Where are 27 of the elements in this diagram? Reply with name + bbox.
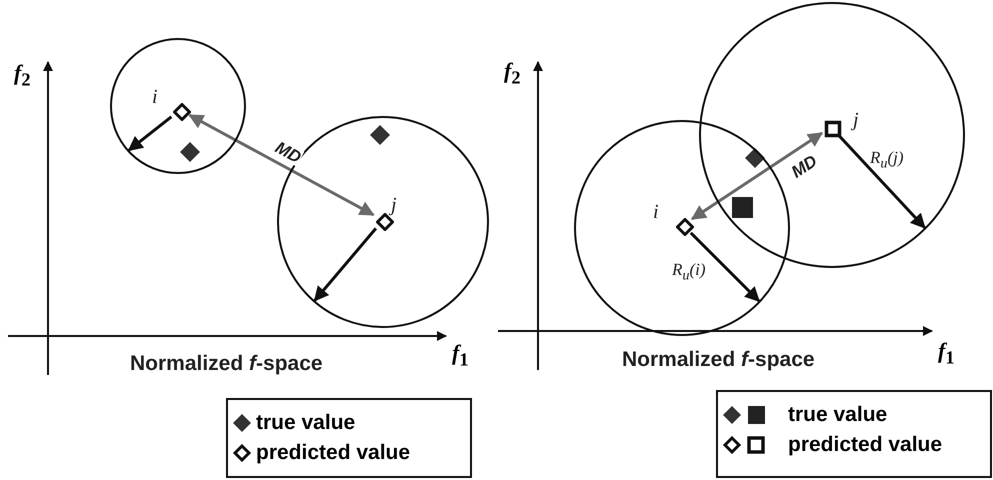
predicted-value-square <box>824 120 842 138</box>
distance-arrow <box>690 132 824 220</box>
legend-text: predicted value <box>256 441 410 465</box>
radius-arrow <box>314 227 378 302</box>
range-circle <box>574 120 790 336</box>
edge-label: R$_{u}$(i) <box>672 260 706 284</box>
distance-arrow <box>188 114 375 216</box>
axis-title: Normalized f-space <box>130 352 323 376</box>
predicted-value-diamond <box>676 218 694 236</box>
legend-text: predicted value <box>788 433 942 457</box>
radius-arrow <box>128 116 172 152</box>
axis-label: f$_{2}$ <box>14 60 30 90</box>
radius-arrow <box>837 134 926 229</box>
legend-text: true value <box>788 403 888 427</box>
point-label: i <box>152 86 158 109</box>
predicted-value-diamond <box>173 103 191 121</box>
axis-label: f$_{2}$ <box>504 58 520 88</box>
axis-title: Normalized f-space <box>622 348 815 372</box>
legend-text: true value <box>256 411 356 435</box>
point-label: j <box>391 194 397 217</box>
radius-arrow <box>690 232 760 302</box>
range-circle <box>110 38 246 174</box>
point-label: j <box>853 109 859 132</box>
axis-label: f$_{1}$ <box>938 338 954 368</box>
point-label: i <box>653 201 659 224</box>
axis-label: f$_{1}$ <box>452 340 468 370</box>
edge-label: R$_{u}$(j) <box>870 148 904 172</box>
